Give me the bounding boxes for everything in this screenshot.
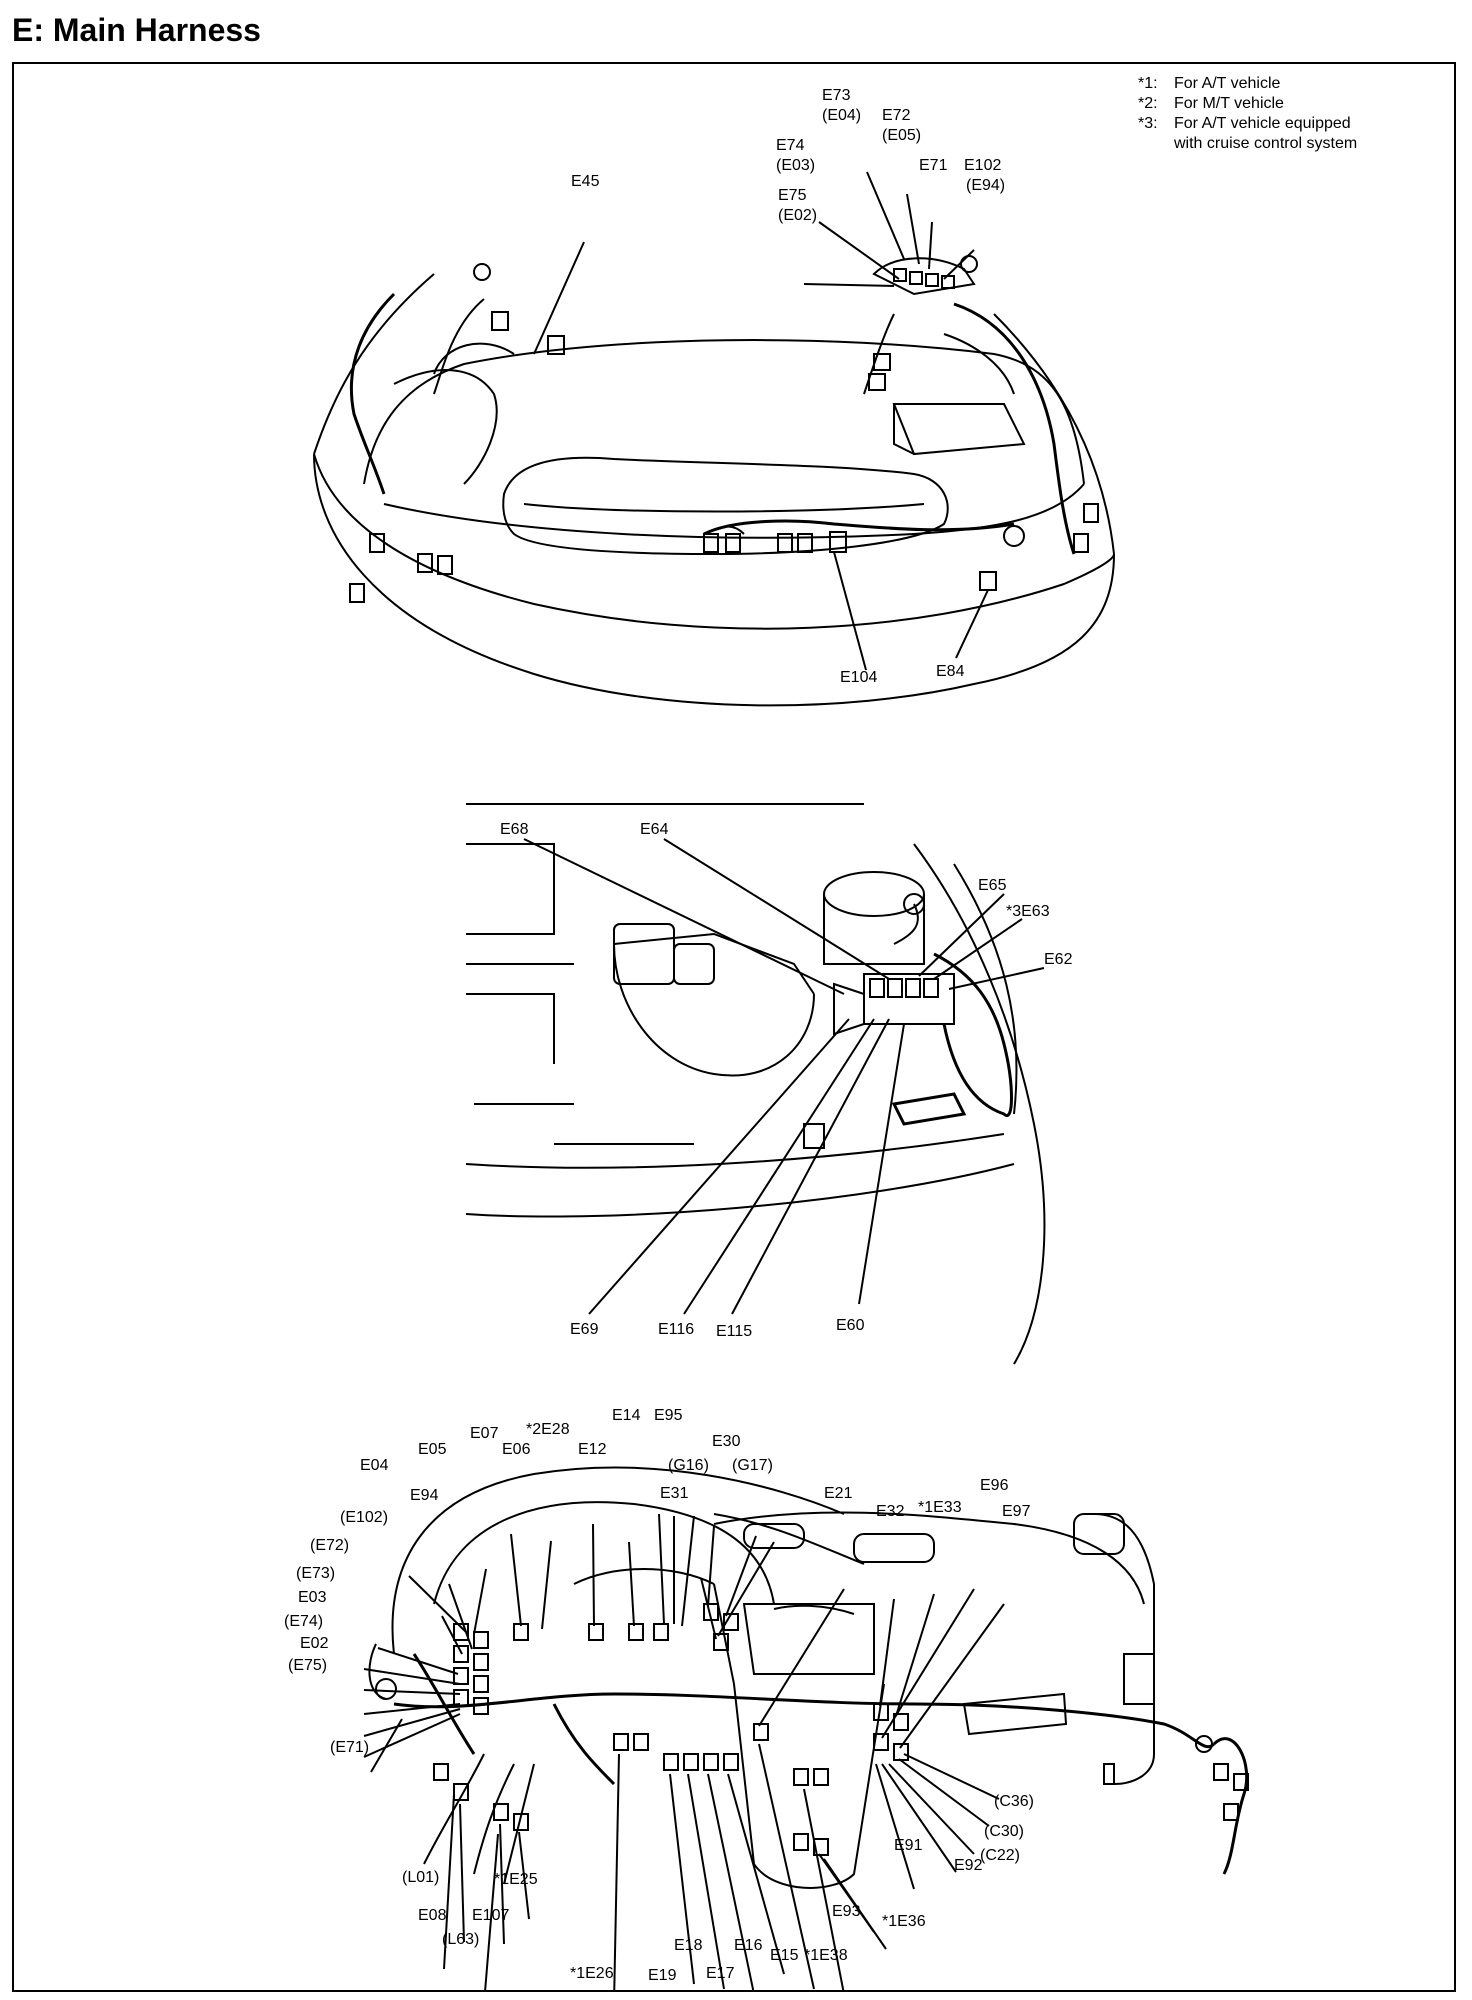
wiring-diagram: E73 (E04) E72 (E05) E74 (E03) E71 E102 (… [284,87,1249,1990]
label-e65: E65 [978,877,1007,894]
label-e30: E30 [712,1433,741,1450]
label-c22: (C22) [980,1847,1020,1864]
label-e72: E72 [882,107,911,124]
label-e73: (E73) [296,1565,335,1582]
label-e72: (E72) [310,1537,349,1554]
note-1-text: For A/T vehicle [1174,75,1281,92]
label-e95: E95 [654,1407,683,1424]
label-e75: E75 [778,187,807,204]
label-e18: E18 [674,1937,703,1954]
note-3-key: *3: [1138,115,1158,132]
label-e94: (E94) [966,177,1005,194]
label-e04: (E04) [822,107,861,124]
label-e14: E14 [612,1407,641,1424]
note-3-continued: with cruise control system [1174,134,1357,154]
label-e64: E64 [640,821,669,838]
label-e15: E15 [770,1947,799,1964]
label-e38: *1E38 [804,1947,848,1964]
label-e71: (E71) [330,1739,369,1756]
label-e05: E05 [418,1441,447,1458]
label-e32: E32 [876,1503,905,1520]
label-e26: *1E26 [570,1965,614,1982]
label-e92: E92 [954,1857,983,1874]
label-e74: E74 [776,137,805,154]
label-e68: E68 [500,821,529,838]
note-3-text-2: with cruise control system [1174,135,1358,152]
note-2-key: *2: [1138,95,1158,112]
label-l63: (L63) [442,1931,479,1948]
label-e03: E03 [298,1589,327,1606]
engine-view-labels: E68 E64 E65 *3E63 E62 E69 E116 E115 E60 [500,821,1073,1340]
dash-view-drawing [363,1466,1249,1990]
label-e116: E116 [658,1321,694,1338]
label-e36: *1E36 [882,1913,926,1930]
label-e97: E97 [1002,1503,1031,1520]
label-e96: E96 [980,1477,1009,1494]
label-e17: E17 [706,1965,735,1982]
note-2-text: For M/T vehicle [1174,95,1284,112]
dash-view-labels: E14 E95 *2E28 E07 E05 E06 E12 E30 E04 (G… [284,1407,1034,1984]
rear-view-labels: E73 (E04) E72 (E05) E74 (E03) E71 E102 (… [571,87,1005,686]
label-e25: *1E25 [494,1871,538,1888]
page-title: E: Main Harness [12,12,261,48]
label-e06: E06 [502,1441,531,1458]
label-e12: E12 [578,1441,607,1458]
label-e69: E69 [570,1321,599,1338]
note-3: *3: For A/T vehicle equipped [1138,114,1351,134]
label-e33: *1E33 [918,1499,962,1516]
label-e02: (E02) [778,207,817,224]
label-e21: E21 [824,1485,853,1502]
label-e60: E60 [836,1317,865,1334]
label-e107: E107 [472,1907,509,1924]
note-3-text: For A/T vehicle equipped [1174,115,1351,132]
note-1: *1: For A/T vehicle [1138,74,1280,94]
label-e75: (E75) [288,1657,327,1674]
label-g16: (G16) [668,1457,709,1474]
label-e84: E84 [936,663,965,680]
label-e02: E02 [300,1635,329,1652]
label-g17: (G17) [732,1457,773,1474]
note-2: *2: For M/T vehicle [1138,94,1284,114]
label-l01: (L01) [402,1869,439,1886]
label-e91: E91 [894,1837,923,1854]
label-e08: E08 [418,1907,447,1924]
label-e16: E16 [734,1937,763,1954]
diagram-frame: E73 (E04) E72 (E05) E74 (E03) E71 E102 (… [12,62,1456,1992]
label-e115: E115 [716,1323,752,1340]
label-e71: E71 [919,157,948,174]
label-e07: E07 [470,1425,499,1442]
label-e104: E104 [840,669,877,686]
label-c36: (C36) [994,1793,1034,1810]
label-e73: E73 [822,87,851,104]
label-e63: *3E63 [1006,903,1050,920]
label-e102: (E102) [340,1509,388,1526]
label-e102: E102 [964,157,1001,174]
label-e93: E93 [832,1903,861,1920]
label-e04: E04 [360,1457,389,1474]
label-e45: E45 [571,173,600,190]
label-e03: (E03) [776,157,815,174]
engine-view-drawing [465,803,1046,1365]
label-e05: (E05) [882,127,921,144]
label-c30: (C30) [984,1823,1024,1840]
label-e28: *2E28 [526,1421,570,1438]
label-e19: E19 [648,1967,677,1984]
label-e31: E31 [660,1485,689,1502]
note-1-key: *1: [1138,75,1158,92]
label-e74: (E74) [284,1613,323,1630]
label-e62: E62 [1044,951,1073,968]
rear-view-drawing [313,171,1115,707]
label-e94: E94 [410,1487,439,1504]
